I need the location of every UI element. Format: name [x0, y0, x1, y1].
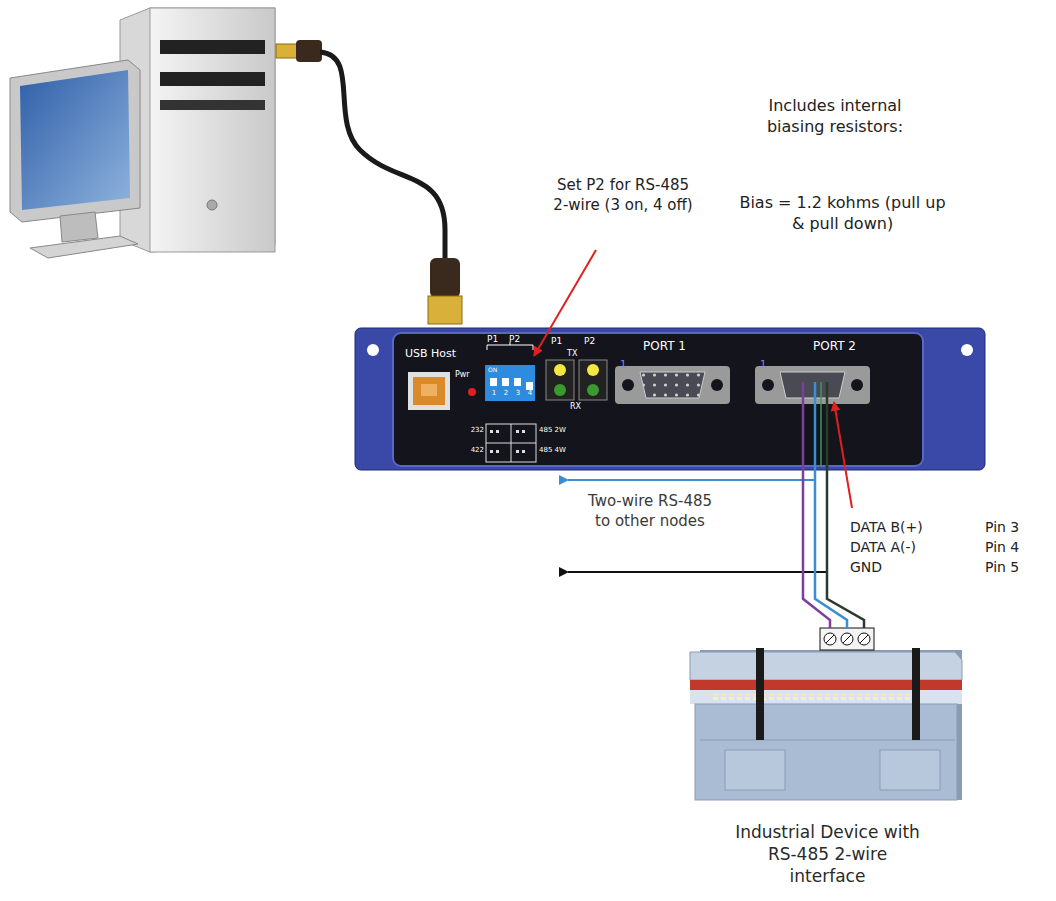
mode-label: 485 2W	[539, 426, 579, 435]
switch-number: 2	[502, 389, 510, 398]
pin-name: Pin 5	[985, 558, 1045, 576]
signal-name: TX	[567, 349, 587, 359]
pin-number: 1	[760, 358, 770, 371]
wire-connector	[815, 466, 847, 628]
signal-name: DATA B(+)	[850, 518, 970, 536]
node-label: PORT 2	[813, 339, 893, 355]
switch-label: P2	[509, 334, 525, 346]
node-label: Pwr	[455, 370, 483, 380]
node-label: PORT 1	[643, 339, 723, 355]
pin-name: Pin 3	[985, 518, 1045, 536]
pin-number: 1	[620, 358, 630, 371]
mode-label: 232	[462, 426, 484, 435]
switch-label: P1	[487, 334, 503, 346]
mode-label: 485 4W	[539, 446, 579, 455]
bus-arrow	[568, 571, 827, 573]
switch-number: 1	[490, 389, 498, 398]
switch-number: 3	[514, 389, 522, 398]
industrial-device-box: Industrial Device with RS-485 2-wire int…	[690, 628, 962, 803]
node-label: Industrial Device with RS-485 2-wire int…	[730, 821, 925, 887]
callout-note: Set P2 for RS-485 2-wire (3 on, 4 off)	[548, 176, 698, 215]
led-label: P1	[551, 336, 569, 348]
usb-cable	[276, 40, 462, 324]
converter-housing	[355, 328, 985, 470]
switch-number: 4	[526, 389, 534, 398]
bus-note: Two-wire RS-485 to other nodes	[586, 492, 714, 531]
signal-name: DATA A(-)	[850, 538, 970, 556]
note: Includes internal biasing resistors:	[745, 96, 925, 138]
node-label: USB Host	[405, 347, 467, 361]
signal-name: RX	[570, 402, 590, 412]
bus-arrow	[568, 479, 815, 481]
signal-name: GND	[850, 558, 970, 576]
note: Bias = 1.2 kohms (pull up & pull down)	[735, 193, 950, 235]
mode-label: 422	[462, 446, 484, 455]
callout-arrow	[834, 402, 852, 508]
computer	[10, 8, 275, 258]
switch-label: ON	[488, 366, 508, 374]
pin-name: Pin 4	[985, 538, 1045, 556]
led-label: P2	[584, 336, 602, 348]
industrial-device	[690, 628, 962, 800]
